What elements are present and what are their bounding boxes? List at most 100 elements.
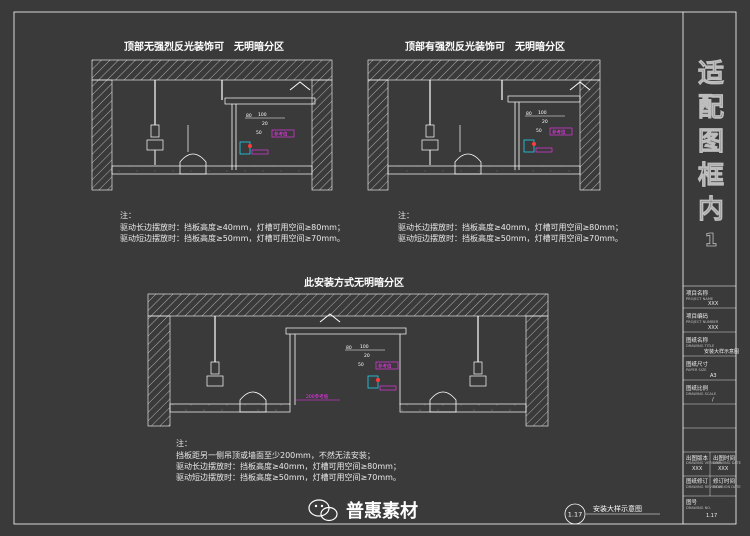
tb-project-number-value: XXX bbox=[708, 325, 719, 331]
notes-line: 驱动长边摆放时：挡板高度≥40mm，灯槽可用空间≥80mm； bbox=[120, 222, 345, 232]
detail-title: 顶部无强烈反光装饰可 无明暗分区 bbox=[124, 40, 284, 53]
tb-paper-size-value: A3 bbox=[710, 373, 717, 379]
dim-20: 20 bbox=[542, 119, 548, 125]
downlight bbox=[179, 153, 207, 175]
reference-tag: 参考值 bbox=[378, 363, 392, 370]
ceiling-board bbox=[387, 165, 581, 175]
detail-top-right: 顶部有强烈反光装饰可 无明暗分区 100 20 50 80 参考值 bbox=[367, 40, 601, 191]
notes-line: 驱动长边摆放时：挡板高度≥40mm，灯槽可用空间≥80mm； bbox=[398, 222, 623, 232]
logo-text: 普惠素材 bbox=[346, 500, 418, 522]
tb-drawing-no-value: 1.17 bbox=[706, 513, 717, 519]
dim-80: 80 bbox=[526, 111, 532, 117]
notes-heading: 注： bbox=[176, 438, 192, 448]
left-wall bbox=[367, 79, 389, 191]
ceiling-board bbox=[399, 403, 527, 413]
downlight bbox=[239, 391, 267, 413]
dim-100: 100 bbox=[538, 110, 547, 116]
notes-heading: 注： bbox=[120, 210, 136, 220]
reference-tag: 参考值 bbox=[274, 131, 288, 138]
driver-marker bbox=[532, 142, 536, 146]
watermark-char: 适 bbox=[698, 59, 724, 89]
tb-revision-sub: DRAWING REVISION bbox=[686, 485, 722, 489]
tb-project-number-label: 项目编码 bbox=[686, 312, 709, 320]
tb-scale-value: / bbox=[712, 397, 714, 403]
dim-20: 20 bbox=[364, 353, 370, 359]
notes-top-right: 注： 驱动长边摆放时：挡板高度≥40mm，灯槽可用空间≥80mm； 驱动短边摆放… bbox=[398, 210, 623, 243]
watermark-char: 图 bbox=[698, 127, 724, 157]
left-wall bbox=[147, 315, 171, 427]
tb-project-number-sub: PROJECT NUMBER bbox=[686, 320, 719, 324]
right-wall bbox=[525, 315, 549, 427]
tb-date-value: XXX bbox=[718, 466, 729, 472]
tb-version-value: XXX bbox=[692, 466, 703, 472]
downlight bbox=[454, 153, 482, 175]
detail-title: 顶部有强烈反光装饰可 无明暗分区 bbox=[405, 40, 565, 53]
right-wall bbox=[579, 79, 601, 191]
tb-drawing-title-value: 安装大样示意图 bbox=[704, 348, 739, 355]
watermark-char: 框 bbox=[698, 161, 724, 191]
tb-project-name-label: 项目名称 bbox=[686, 289, 709, 297]
tb-project-name-sub: PROJECT NAME bbox=[686, 297, 714, 301]
detail-title: 此安装方式无明暗分区 bbox=[304, 276, 404, 289]
title-block: 项目名称 PROJECT NAME XXX 项目编码 PROJECT NUMBE… bbox=[683, 285, 742, 519]
notes-heading: 注： bbox=[398, 210, 414, 220]
dim-80: 80 bbox=[346, 345, 352, 351]
footer: 普惠素材 1.17 安装大样示意图 bbox=[308, 499, 660, 525]
badge-number: 1.17 bbox=[568, 511, 582, 519]
led-strip bbox=[379, 385, 397, 391]
notes-bottom: 注： 挡板距另一侧吊顶或墙面至少200mm，不然无法安装； 驱动长边摆放时：挡板… bbox=[176, 438, 401, 482]
downlight bbox=[429, 391, 457, 413]
led-strip bbox=[251, 149, 269, 155]
watermark-char: 内 bbox=[698, 195, 724, 225]
reference-tag: 参考值 bbox=[552, 129, 566, 136]
tb-scale-label: 图纸比例 bbox=[686, 384, 709, 392]
tb-revision-date-label: 修订时间 bbox=[713, 477, 735, 485]
sheet-border bbox=[13, 11, 737, 525]
watermark-char: 1 bbox=[705, 230, 718, 251]
led-driver bbox=[523, 139, 535, 153]
watermark-char: 配 bbox=[698, 93, 724, 123]
tb-drawing-no-sub: DRAWING NO. bbox=[686, 506, 711, 510]
footer-caption: 安装大样示意图 bbox=[593, 504, 642, 513]
ceiling-board bbox=[111, 165, 313, 175]
drawing-number-badge bbox=[564, 503, 586, 525]
detail-bottom: 此安装方式无明暗分区 100 20 50 80 参考值 200参考值 bbox=[147, 276, 549, 427]
tb-paper-size-label: 图纸尺寸 bbox=[686, 360, 709, 368]
dim-200: 200参考值 bbox=[306, 393, 329, 400]
dim-80: 80 bbox=[246, 113, 252, 119]
dim-50: 50 bbox=[358, 362, 364, 368]
ceiling-slab bbox=[147, 293, 549, 317]
tb-version-label: 出图版本 bbox=[686, 454, 709, 462]
led-strip bbox=[535, 147, 553, 153]
tb-drawing-no-label: 图号 bbox=[686, 498, 698, 506]
tb-project-name-value: XXX bbox=[708, 301, 719, 307]
ceiling-slab bbox=[91, 59, 333, 81]
right-wall bbox=[311, 79, 333, 191]
led-driver bbox=[367, 375, 379, 389]
tb-version-sub: DRAWING VERSION bbox=[686, 461, 721, 465]
tb-paper-size-sub: PAPER SIZE bbox=[686, 368, 707, 372]
wechat-logo-icon bbox=[308, 499, 338, 522]
left-wall bbox=[91, 79, 113, 191]
driver-marker bbox=[376, 378, 380, 382]
dim-20: 20 bbox=[262, 121, 268, 127]
side-watermark: 适 配 图 框 内 1 bbox=[698, 59, 725, 252]
dim-100: 100 bbox=[258, 112, 267, 118]
tb-drawing-title-label: 图纸名称 bbox=[686, 336, 709, 344]
notes-line: 驱动短边摆放时：挡板高度≥50mm，灯槽可用空间≥70mm。 bbox=[120, 233, 345, 243]
tb-date-sub: DRAWING DATE bbox=[713, 461, 742, 465]
tb-revision-date-sub: REVISION DATE bbox=[713, 485, 741, 489]
tb-date-label: 出图时间 bbox=[713, 454, 735, 462]
dim-50: 50 bbox=[536, 128, 542, 134]
tb-scale-sub: DRAWING SCALE bbox=[686, 392, 717, 396]
driver-marker bbox=[248, 144, 252, 148]
dim-50: 50 bbox=[256, 130, 262, 136]
tb-revision-label: 图纸修订 bbox=[686, 477, 709, 485]
tb-drawing-title-sub: DRAWING TITLE bbox=[686, 344, 715, 348]
notes-line: 挡板距另一侧吊顶或墙面至少200mm，不然无法安装； bbox=[176, 450, 375, 460]
notes-line: 驱动短边摆放时：挡板高度≥50mm，灯槽可用空间≥70mm。 bbox=[176, 472, 401, 482]
notes-top-left: 注： 驱动长边摆放时：挡板高度≥40mm，灯槽可用空间≥80mm； 驱动短边摆放… bbox=[120, 210, 345, 243]
ceiling-board bbox=[169, 403, 291, 413]
dim-100: 100 bbox=[360, 344, 369, 350]
